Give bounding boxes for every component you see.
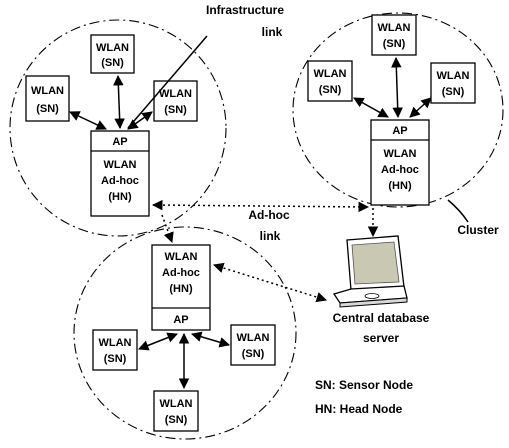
adhoc-link-label-line2: link [260,229,281,243]
head-node-hn-label: (HN) [169,283,193,295]
link-c2-top [391,56,403,119]
head-node-adhoc-label: Ad-hoc [381,164,419,176]
access-point-label: AP [392,125,407,137]
sensor-node-wlan-label: WLAN [159,88,192,100]
sensor-node-c3-right: WLAN (SN) [230,324,276,366]
sensor-node-sn-label: (SN) [319,84,342,96]
sensor-node-c3-bottom: WLAN (SN) [153,390,199,432]
cluster-label: Cluster [457,223,499,237]
sensor-node-sn-label: (SN) [383,38,406,50]
sensor-node-sn-label: (SN) [165,414,188,426]
cluster-pointer-line [447,199,469,223]
link-c2-left [353,97,389,118]
legend-hn: HN: Head Node [315,402,403,416]
sensor-node-c2-right: WLAN (SN) [430,62,476,104]
infrastructure-link-label-line2: link [262,25,283,39]
head-node-hn-label: (HN) [108,191,132,203]
link-c2-right [409,97,432,118]
link-c1-top [113,74,125,130]
access-point-label: AP [112,136,127,148]
sensor-node-sn-label: (SN) [104,353,127,365]
sensor-node-wlan-label: WLAN [99,337,132,349]
adhoc-link-c3-server [212,262,328,303]
head-node-wlan-label: WLAN [384,148,417,160]
cluster-boundary-bottom [73,226,297,440]
cluster-bottom: WLAN Ad-hoc (HN) AP WLAN (SN) WLAN (SN) … [92,244,276,432]
access-point-label: AP [173,314,188,326]
sensor-node-wlan-label: WLAN [160,398,193,410]
infrastructure-link-label-line1: Infrastructure [206,3,284,17]
sensor-node-sn-label: (SN) [164,104,187,116]
head-node-hn-label: (HN) [388,180,412,192]
head-node-adhoc-label: Ad-hoc [101,175,139,187]
sensor-node-c1-right: WLAN (SN) [153,80,198,122]
sensor-node-sn-label: (SN) [242,348,265,360]
sensor-node-c1-left: WLAN (SN) [25,75,70,122]
sensor-node-sn-label: (SN) [36,103,59,115]
legend-sn: SN: Sensor Node [315,378,413,392]
adhoc-link-label-line1: Ad-hoc [248,208,290,222]
sensor-node-wlan-label: WLAN [378,22,411,34]
head-node-wlan-label: WLAN [104,159,137,171]
server-label-line1: Central database [333,311,430,325]
sensor-node-wlan-label: WLAN [437,70,470,82]
link-c3-right [190,331,231,348]
sensor-node-wlan-label: WLAN [96,42,129,54]
cluster-right: WLAN (SN) WLAN (SN) WLAN (SN) AP WLAN Ad… [307,14,476,223]
sensor-node-wlan-label: WLAN [314,68,347,80]
cluster-left: WLAN (SN) WLAN (SN) WLAN (SN) AP WLAN Ad… [25,34,208,217]
head-node-wlan-label: WLAN [165,251,198,263]
adhoc-link-c1-c2 [151,199,370,213]
cluster-boundary-right [292,12,504,208]
link-c1-right [127,111,153,130]
head-node-c2: AP WLAN Ad-hoc (HN) [370,119,430,206]
sensor-node-wlan-label: WLAN [237,332,270,344]
infrastructure-link-line [127,35,208,129]
sensor-node-c2-left: WLAN (SN) [307,60,353,102]
laptop-server-icon [332,235,408,308]
link-c3-left [138,332,178,351]
sensor-node-sn-label: (SN) [101,57,124,69]
sensor-node-c2-top: WLAN (SN) [371,14,417,56]
sensor-node-c1-top: WLAN (SN) [90,34,135,74]
head-node-adhoc-label: Ad-hoc [162,267,200,279]
head-node-c3: WLAN Ad-hoc (HN) AP [151,244,211,331]
cluster-boundary-left [9,19,227,237]
server-label-line2: server [363,331,399,345]
link-c1-left [69,111,107,130]
head-node-c1: AP WLAN Ad-hoc (HN) [90,130,150,217]
sensor-node-sn-label: (SN) [442,86,465,98]
sensor-node-wlan-label: WLAN [31,85,64,97]
sensor-node-c3-left: WLAN (SN) [92,329,138,371]
